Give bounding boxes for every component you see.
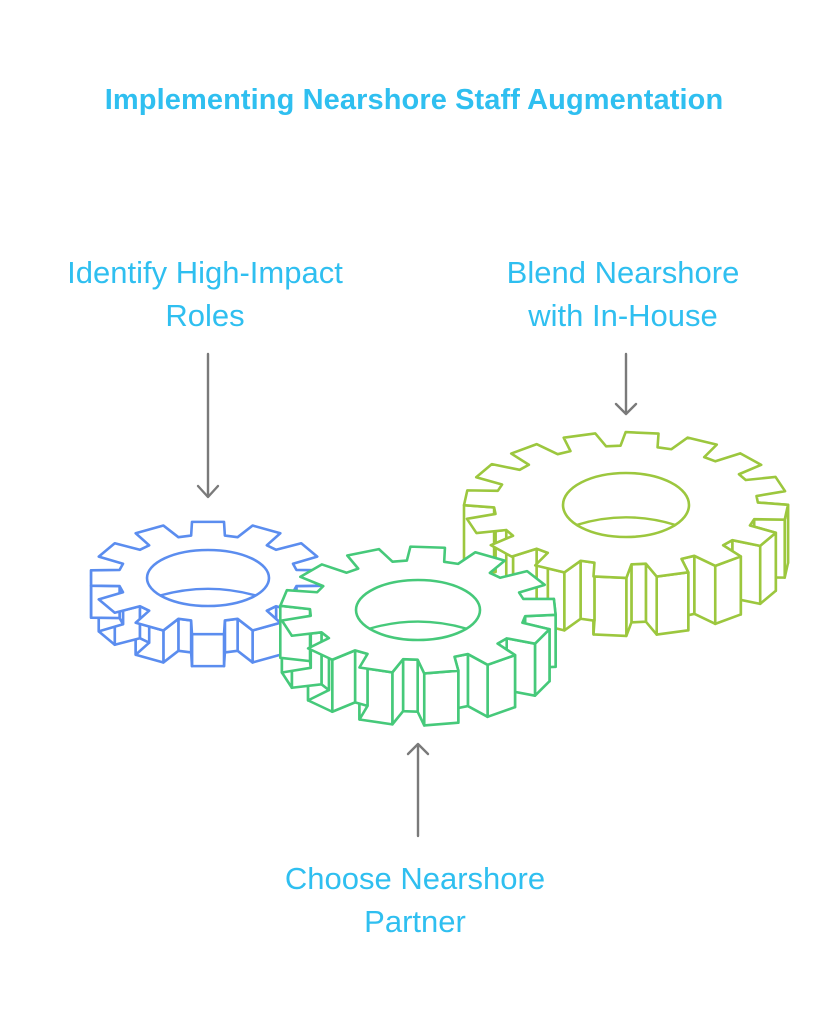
- gear-side-face: [190, 632, 226, 668]
- step-label-line: Identify High-Impact: [67, 255, 343, 290]
- gear-side-face: [401, 657, 419, 713]
- step-label-blend-in-house: Blend Nearshore with In-House: [438, 251, 808, 337]
- gear-hole: [145, 548, 271, 608]
- gear-hole: [354, 578, 482, 642]
- diagram-title: Implementing Nearshore Staff Augmentatio…: [104, 84, 724, 116]
- arrow-to-blue-gear: [196, 352, 220, 499]
- gear-side-face: [422, 669, 460, 727]
- step-label-line: Roles: [165, 298, 245, 333]
- arrow-from-green-gear: [406, 742, 430, 838]
- step-label-line: Blend Nearshore: [506, 255, 740, 290]
- gear-side-face: [630, 562, 648, 624]
- step-label-identify-roles: Identify High-Impact Roles: [20, 251, 390, 337]
- gear-hole-wall: [369, 620, 467, 630]
- step-label-line: Choose Nearshore: [284, 861, 546, 896]
- step-label-choose-partner: Choose Nearshore Partner: [230, 857, 600, 943]
- gear-side-face: [579, 559, 596, 622]
- gear-side-face: [592, 575, 628, 638]
- step-label-line: with In-House: [528, 298, 718, 333]
- gear-side-face: [655, 570, 690, 636]
- gear-side-face: [693, 554, 717, 626]
- gear-hole-wall: [576, 516, 676, 526]
- step-label-line: Partner: [364, 904, 466, 939]
- gear-hole-wall: [160, 587, 256, 597]
- gear-hole: [561, 471, 691, 539]
- gear-side-face: [713, 555, 743, 626]
- arrow-to-lime-gear: [614, 352, 638, 416]
- gear-side-face: [223, 617, 239, 654]
- gear-icon: [279, 545, 557, 727]
- gear-side-face: [177, 617, 193, 654]
